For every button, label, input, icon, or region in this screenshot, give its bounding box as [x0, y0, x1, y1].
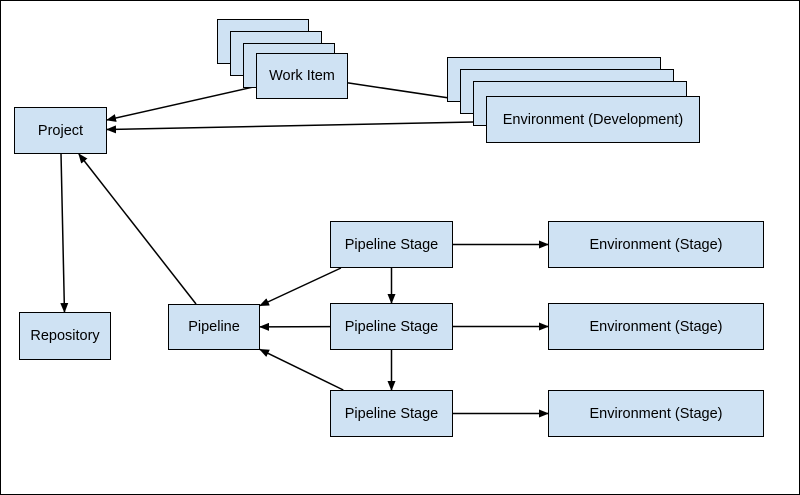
- environment-stage-node: Environment (Stage): [548, 303, 764, 350]
- pipeline-stage-node: Pipeline Stage: [330, 221, 453, 268]
- project-node: Project: [14, 107, 107, 154]
- pipeline-stage-node: Pipeline Stage: [330, 390, 453, 437]
- pipeline-node: Pipeline: [168, 304, 260, 350]
- pipeline-stage-label: Pipeline Stage: [344, 318, 439, 335]
- pipeline-stage-label: Pipeline Stage: [344, 405, 439, 422]
- repository-label: Repository: [30, 328, 100, 344]
- repository-node: Repository: [19, 312, 111, 360]
- connector-pipeline-stage-1-to-pipeline: [259, 267, 342, 307]
- connector-project-to-repository: [60, 153, 69, 313]
- connector-work-item-to-project: [106, 85, 257, 122]
- connector-pipeline-to-project: [78, 153, 197, 305]
- pipeline-stage-label: Pipeline Stage: [344, 236, 439, 253]
- environment-stage-label: Environment (Stage): [589, 236, 723, 253]
- environment-stage-label: Environment (Stage): [589, 405, 723, 422]
- environment-stage-node: Environment (Stage): [548, 390, 764, 437]
- connector-pipeline-stage-3-to-pipeline: [259, 348, 344, 391]
- environment-development-node: Environment (Development): [486, 96, 700, 143]
- work-item-label: Work Item: [269, 68, 335, 84]
- project-label: Project: [37, 122, 84, 139]
- environment-stage-label: Environment (Stage): [589, 318, 723, 335]
- connector-environment-development-to-project: [106, 120, 487, 134]
- environment-development-label: Environment (Development): [502, 111, 684, 128]
- work-item-node: Work Item: [256, 53, 348, 99]
- pipeline-stage-node: Pipeline Stage: [330, 303, 453, 350]
- environment-stage-node: Environment (Stage): [548, 221, 764, 268]
- pipeline-label: Pipeline: [188, 319, 240, 335]
